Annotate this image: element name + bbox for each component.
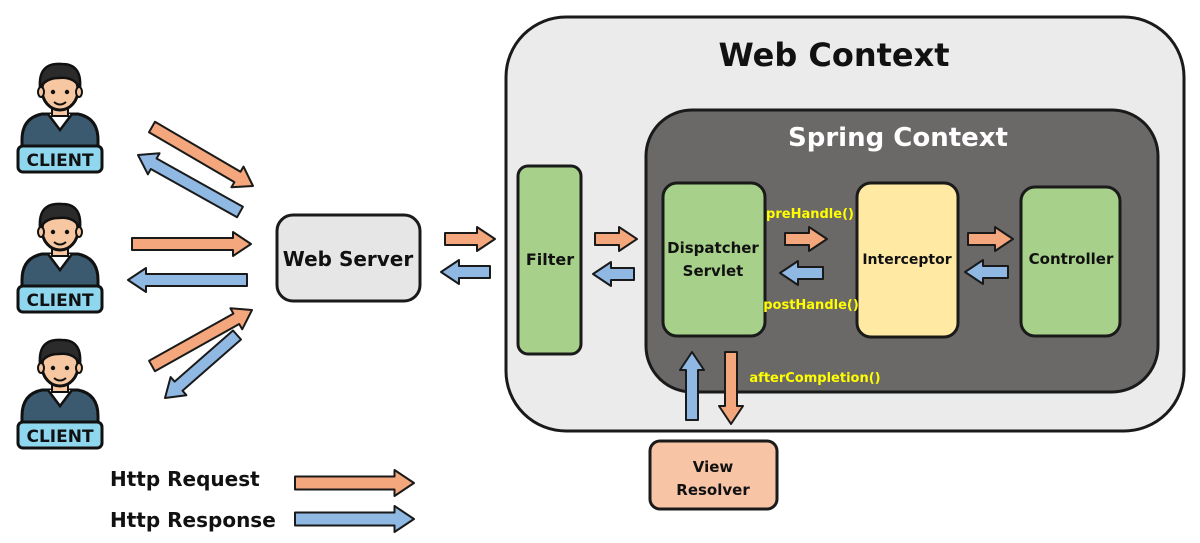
posthandle-hook-label: postHandle() xyxy=(763,298,859,313)
dispatcher-label-line2: Servlet xyxy=(683,262,744,280)
view-resolver-line2: Resolver xyxy=(676,481,750,499)
client-1: CLIENT xyxy=(16,62,104,174)
controller-box: Controller xyxy=(1019,185,1122,338)
web-server-box: Web Server xyxy=(275,213,422,303)
view-resolver-line1: View xyxy=(693,458,734,476)
dispatcher-label-line1: Dispatcher xyxy=(667,239,759,257)
client-person-icon xyxy=(20,338,100,424)
spring-context-title: Spring Context xyxy=(788,123,1008,153)
client1-request-arrow xyxy=(148,120,254,189)
legend-request-arrow xyxy=(294,469,415,497)
view-resolver-box: View Resolver xyxy=(648,439,779,511)
legend-request-label: Http Request xyxy=(110,467,260,491)
legend-response-arrow xyxy=(294,505,415,533)
aftercompletion-hook-label: afterCompletion() xyxy=(749,371,880,386)
prehandle-request-arrow xyxy=(784,226,828,252)
client-person-icon xyxy=(20,62,100,148)
controller-interceptor-response-arrow xyxy=(964,259,1009,285)
posthandle-response-arrow xyxy=(779,260,824,286)
dispatcher-to-view-resolver-arrow xyxy=(718,351,744,425)
interceptor-label: Interceptor xyxy=(862,252,951,268)
filter-server-response-arrow xyxy=(440,259,491,285)
controller-label: Controller xyxy=(1029,250,1114,268)
client-person-icon xyxy=(20,202,100,288)
dispatcher-filter-response-arrow xyxy=(592,261,635,287)
web-context-title: Web Context xyxy=(718,36,949,74)
interceptor-box: Interceptor xyxy=(855,181,960,339)
client2-request-arrow xyxy=(131,231,252,257)
client2-response-arrow xyxy=(127,267,248,293)
interceptor-controller-request-arrow xyxy=(967,226,1014,252)
dispatcher-servlet-box: Dispatcher Servlet xyxy=(661,181,767,338)
filter-dispatcher-request-arrow xyxy=(594,226,638,252)
server-filter-request-arrow xyxy=(444,226,496,252)
client-3-label: CLIENT xyxy=(26,427,93,447)
client-2-label: CLIENT xyxy=(26,291,93,311)
filter-box: Filter xyxy=(516,164,583,356)
client-2: CLIENT xyxy=(16,202,104,314)
web-server-label: Web Server xyxy=(283,247,414,271)
view-resolver-to-dispatcher-arrow xyxy=(679,351,705,421)
prehandle-hook-label: preHandle() xyxy=(766,207,854,222)
client1-response-arrow xyxy=(137,152,244,219)
filter-label: Filter xyxy=(526,250,574,269)
client3-response-arrow xyxy=(164,329,242,399)
client3-request-arrow xyxy=(148,307,253,373)
legend-response-label: Http Response xyxy=(110,508,276,532)
client-1-label: CLIENT xyxy=(26,151,93,171)
client-3: CLIENT xyxy=(16,338,104,450)
